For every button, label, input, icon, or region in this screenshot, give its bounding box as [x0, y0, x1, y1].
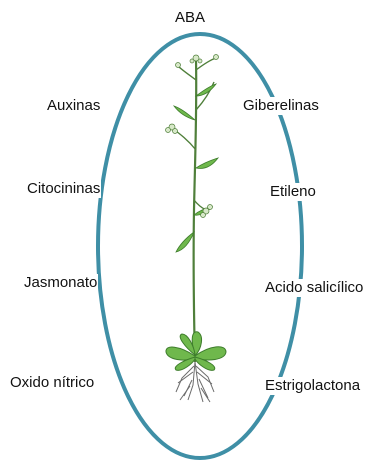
label-auxinas: Auxinas: [46, 97, 101, 115]
arabidopsis-plant-icon: [166, 55, 227, 403]
label-citocininas: Citocininas: [26, 180, 101, 198]
label-giberelinas: Giberelinas: [242, 97, 320, 115]
stem-icon: [194, 60, 197, 362]
label-acido-salicilico: Acido salicílico: [264, 279, 364, 297]
flowers-icon: [166, 55, 219, 218]
label-estrigolactona: Estrigolactona: [264, 377, 361, 395]
label-oxido-nitrico: Oxido nítrico: [9, 374, 95, 392]
label-jasmonato: Jasmonato: [23, 274, 98, 292]
label-etileno: Etileno: [269, 183, 317, 201]
rosette-leaves-icon: [166, 332, 226, 371]
label-aba: ABA: [174, 9, 206, 27]
